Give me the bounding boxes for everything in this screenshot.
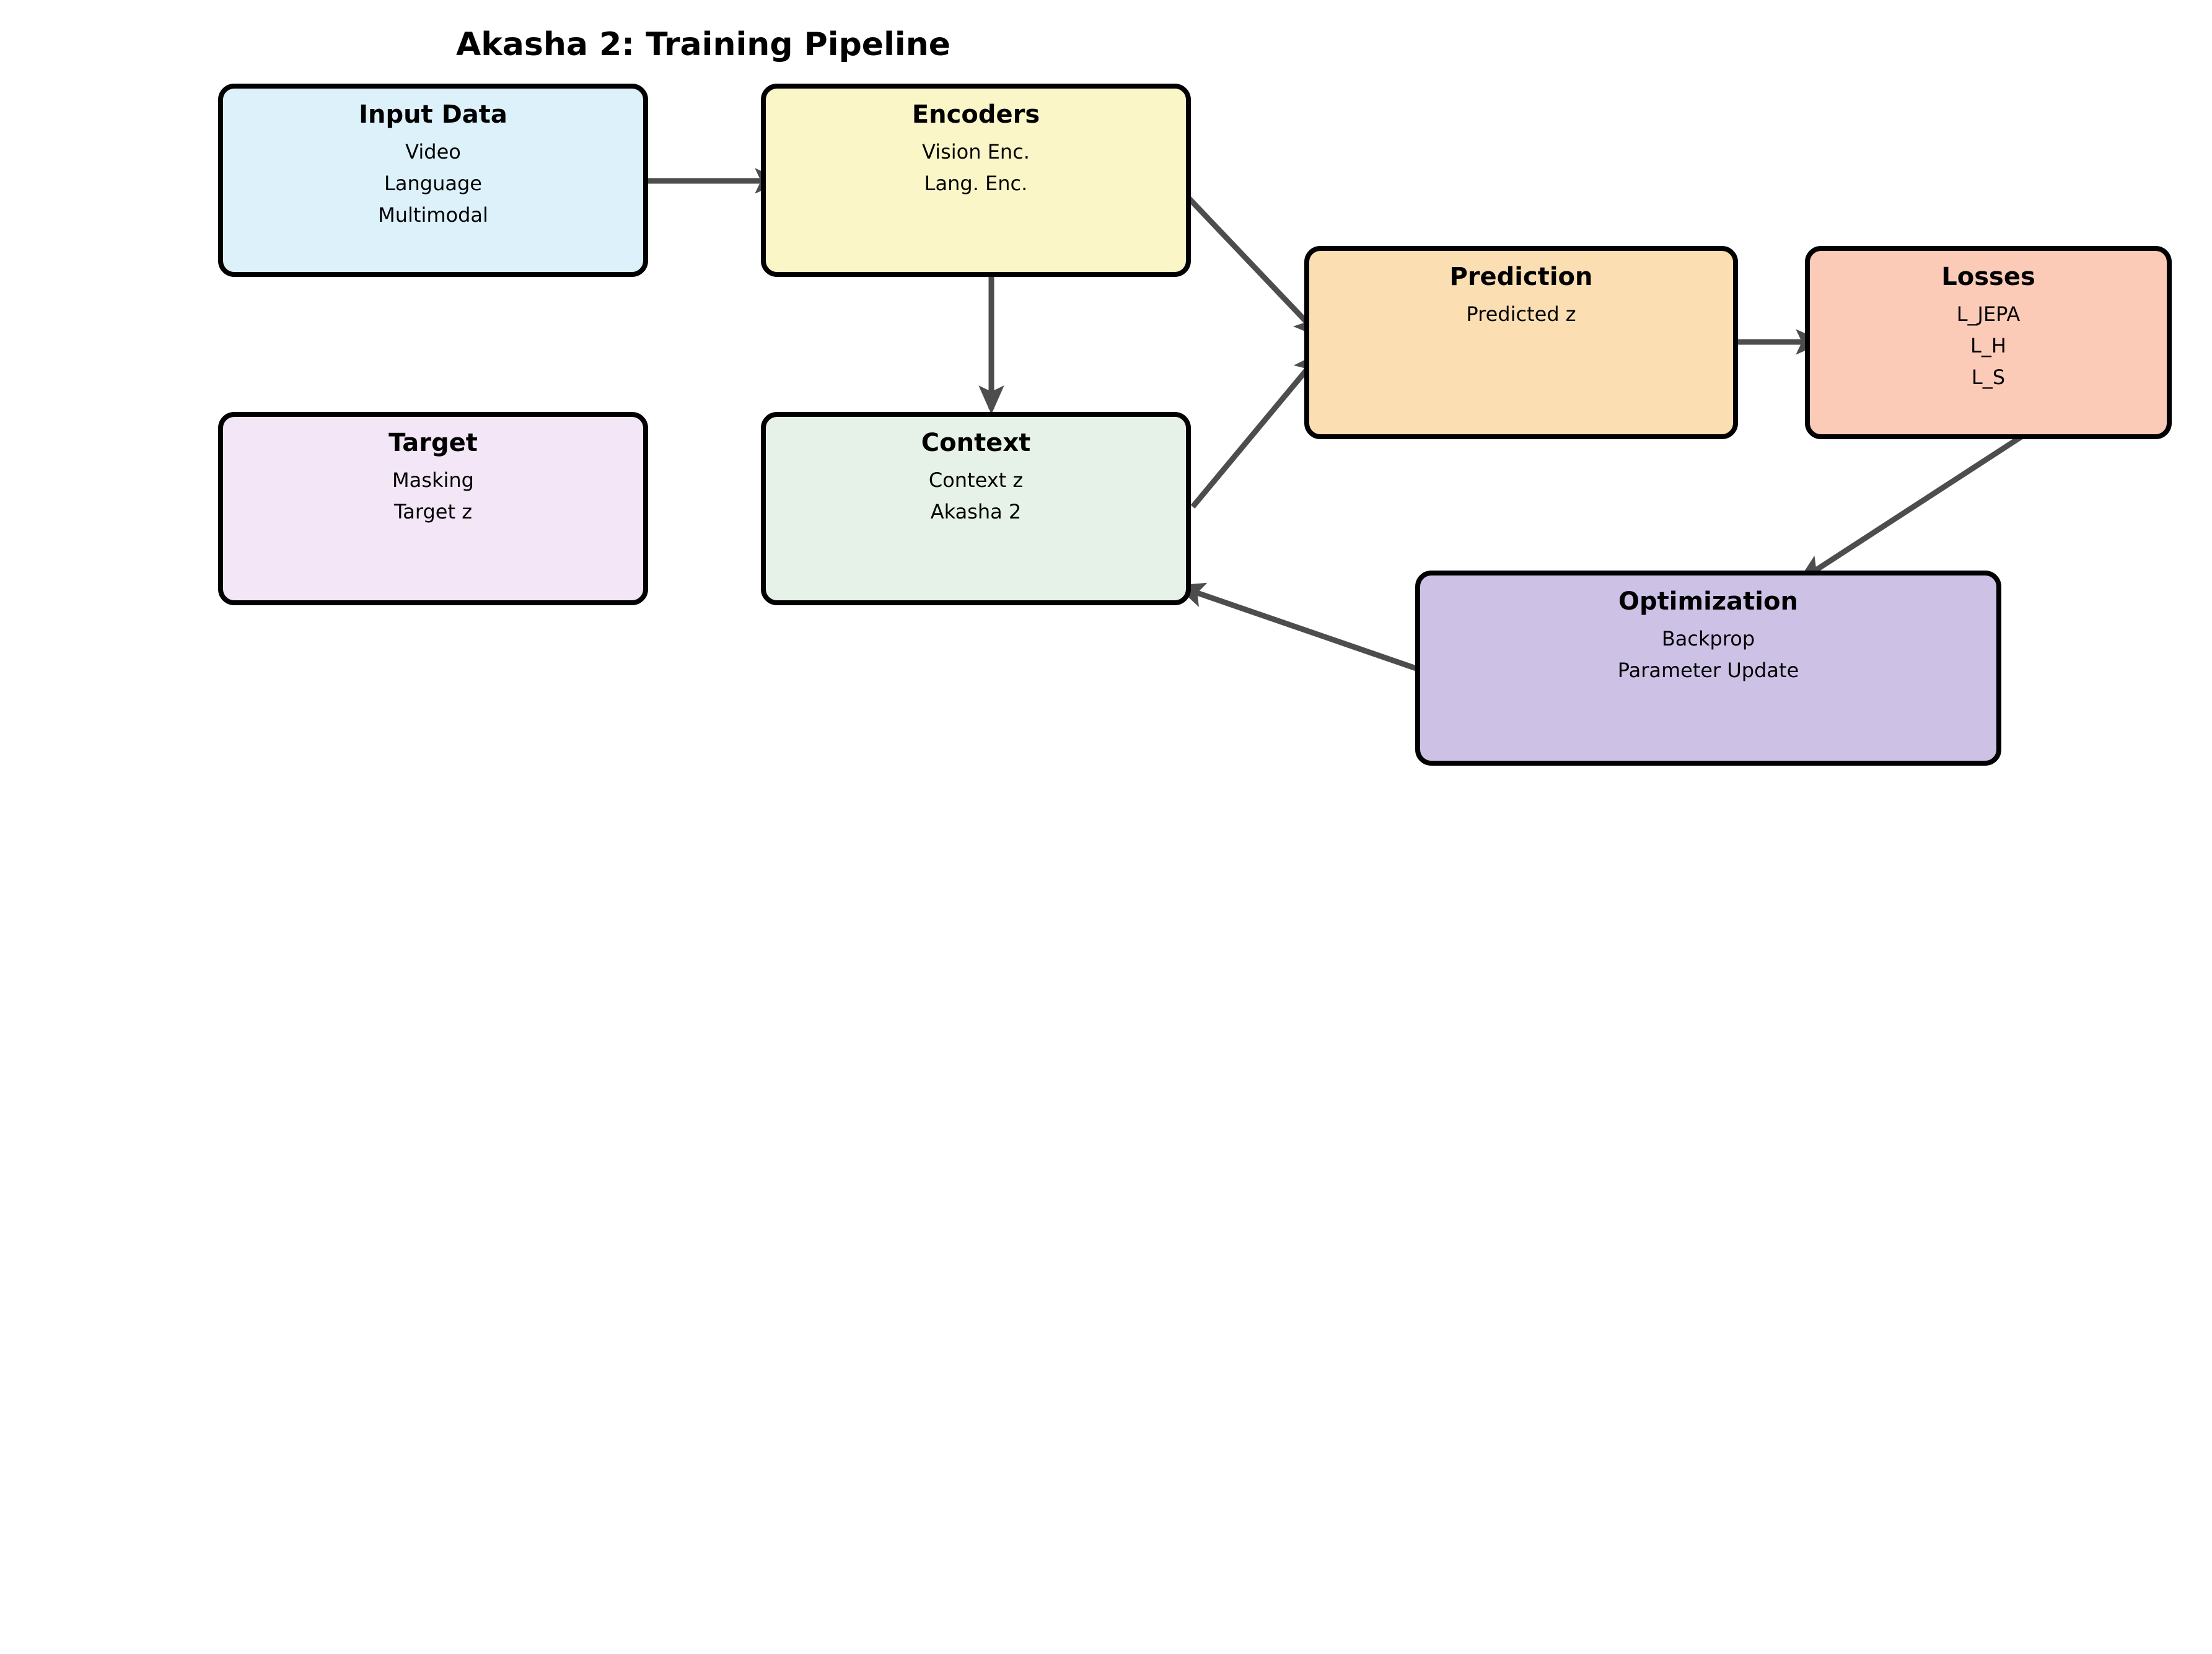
node-line: L_H [1970, 334, 2006, 357]
node-title: Optimization [1618, 587, 1798, 616]
node-line: L_S [1971, 365, 2006, 389]
node-title: Losses [1941, 263, 2035, 291]
node-body: Vision Enc. Lang. Enc. [922, 142, 1030, 193]
node-title: Input Data [359, 100, 507, 129]
node-title: Context [921, 429, 1031, 457]
node-line: Parameter Update [1617, 659, 1799, 682]
node-title: Target [388, 429, 478, 457]
edge-encoders-to-prediction [1170, 179, 1323, 339]
node-line: L_JEPA [1956, 302, 2021, 326]
node-line: Context z [928, 468, 1024, 492]
node-line: Target z [394, 500, 472, 523]
node-line: Vision Enc. [922, 140, 1030, 164]
node-line: Lang. Enc. [924, 172, 1028, 195]
node-title: Encoders [911, 100, 1040, 129]
node-title: Prediction [1449, 263, 1593, 291]
node-body: L_JEPA L_H L_S [1957, 304, 2021, 387]
edge-losses-to-optimization [1797, 431, 2028, 582]
node-body: Predicted z [1466, 304, 1576, 324]
node-line: Backprop [1661, 627, 1755, 650]
node-line: Language [384, 172, 482, 195]
node-line: Predicted z [1466, 302, 1576, 326]
page-title: Akasha 2: Training Pipeline [455, 26, 951, 63]
node-line: Video [405, 140, 461, 164]
node-line: Akasha 2 [930, 500, 1022, 523]
node-line: Masking [392, 468, 474, 492]
edge-context-to-prediction [1190, 351, 1322, 509]
node-line: Multimodal [378, 203, 488, 227]
node-body: Context z Akasha 2 [929, 470, 1023, 522]
